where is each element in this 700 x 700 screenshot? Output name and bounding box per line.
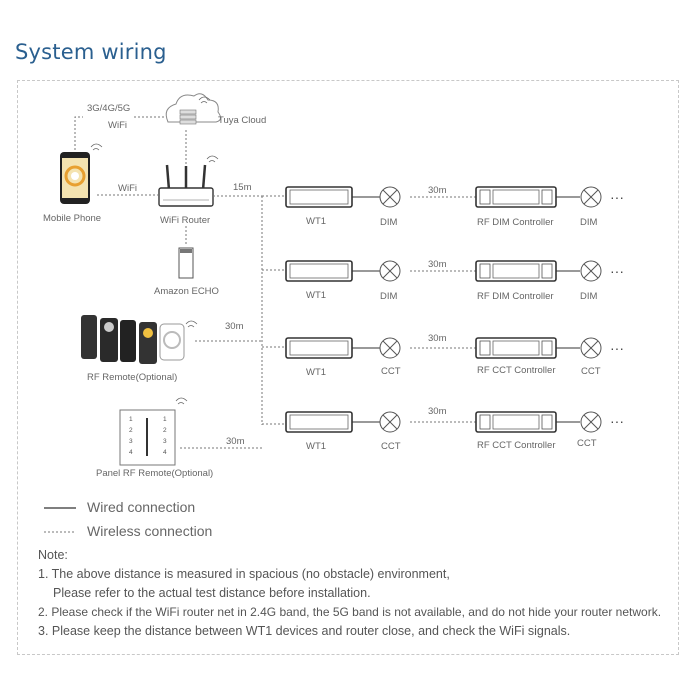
phone-label: Mobile Phone	[43, 213, 101, 224]
lamp-icon	[580, 186, 602, 208]
lamp-icon	[379, 260, 401, 282]
lamp-label: DIM	[380, 291, 398, 302]
more-indicator: ···	[610, 413, 624, 429]
remote-label: RF Remote(Optional)	[87, 372, 177, 383]
more-indicator: ···	[610, 263, 624, 279]
lamp-label: DIM	[580, 217, 598, 228]
controller-module	[475, 337, 557, 359]
wt1-label: WT1	[306, 290, 326, 301]
panel-key: 2	[163, 427, 167, 434]
lamp-label: CCT	[381, 366, 401, 377]
echo-label: Amazon ECHO	[154, 286, 219, 297]
mobile-phone-icon	[60, 143, 103, 204]
device-row: WT1 DIM 30m RF DIM Controller DIM ···	[262, 185, 624, 228]
network-label-wifi: WiFi	[108, 120, 127, 131]
notes-section: Note: 1. The above distance is measured …	[38, 546, 678, 641]
wt1-label: WT1	[306, 216, 326, 227]
controller-label: RF CCT Controller	[477, 365, 555, 376]
lamp-icon	[379, 411, 401, 433]
wt1-module	[285, 186, 353, 208]
wt1-module	[285, 337, 353, 359]
panel-key: 3	[129, 438, 133, 445]
legend-wireless-label: Wireless connection	[87, 523, 212, 539]
rf-remote-icon	[81, 315, 198, 364]
cloud-to-phone-link	[74, 116, 165, 150]
wifi-router-icon	[158, 155, 219, 207]
panel-key: 1	[129, 416, 133, 423]
wt1-label: WT1	[306, 441, 326, 452]
panel-key: 4	[163, 449, 167, 456]
note-3: 3. Please keep the distance between WT1 …	[38, 624, 571, 638]
lamp-label: DIM	[380, 217, 398, 228]
rf-distance: 30m	[428, 333, 447, 344]
wt1-label: WT1	[306, 367, 326, 378]
lamp-icon	[580, 260, 602, 282]
note-2: 2. Please check if the WiFi router net i…	[38, 605, 662, 619]
lamp-label: DIM	[580, 291, 598, 302]
device-row: WT1 CCT 30m RF CCT Controller CCT ···	[262, 406, 624, 452]
panel-distance: 30m	[226, 436, 245, 447]
panel-remote-icon	[119, 397, 188, 466]
diagram-frame	[17, 80, 679, 655]
panel-keys-left: 1 2 3 4 1 2 3 4	[129, 416, 167, 456]
cloud-label: Tuya Cloud	[218, 115, 266, 126]
rf-distance: 30m	[428, 406, 447, 417]
legend-wired-label: Wired connection	[87, 499, 195, 515]
router-label: WiFi Router	[160, 215, 210, 226]
controller-module	[475, 411, 557, 433]
controller-module	[475, 260, 557, 282]
wt1-module	[285, 260, 353, 282]
network-label-mobile: 3G/4G/5G	[87, 103, 130, 114]
note-1-continued: Please refer to the actual test distance…	[53, 586, 371, 600]
rf-distance: 30m	[428, 185, 447, 196]
more-indicator: ···	[610, 189, 624, 205]
controller-label: RF DIM Controller	[477, 291, 554, 302]
device-row: WT1 CCT 30m RF CCT Controller CCT ···	[262, 333, 624, 378]
controller-module	[475, 186, 557, 208]
panel-key: 1	[163, 416, 167, 423]
wt1-module	[285, 411, 353, 433]
lamp-label: CCT	[581, 366, 601, 377]
panel-label: Panel RF Remote(Optional)	[96, 468, 213, 479]
lamp-label: CCT	[381, 441, 401, 452]
panel-key: 3	[163, 438, 167, 445]
controller-label: RF CCT Controller	[477, 440, 555, 451]
amazon-echo-icon	[178, 247, 194, 279]
router-distance: 15m	[233, 182, 252, 193]
page-title: System wiring	[15, 40, 167, 64]
lamp-label: CCT	[577, 438, 597, 449]
more-indicator: ···	[610, 340, 624, 356]
cloud-icon	[165, 93, 222, 125]
controller-label: RF DIM Controller	[477, 217, 554, 228]
remote-distance: 30m	[225, 321, 244, 332]
rf-distance: 30m	[428, 259, 447, 270]
panel-key: 4	[129, 449, 133, 456]
lamp-icon	[379, 186, 401, 208]
panel-key: 2	[129, 427, 133, 434]
lamp-icon	[580, 337, 602, 359]
note-1: 1. The above distance is measured in spa…	[38, 567, 450, 581]
device-row: WT1 DIM 30m RF DIM Controller DIM ···	[262, 259, 624, 302]
notes-heading: Note:	[38, 548, 68, 562]
lamp-icon	[379, 337, 401, 359]
lamp-icon	[580, 411, 602, 433]
wifi-link-label: WiFi	[118, 183, 137, 194]
